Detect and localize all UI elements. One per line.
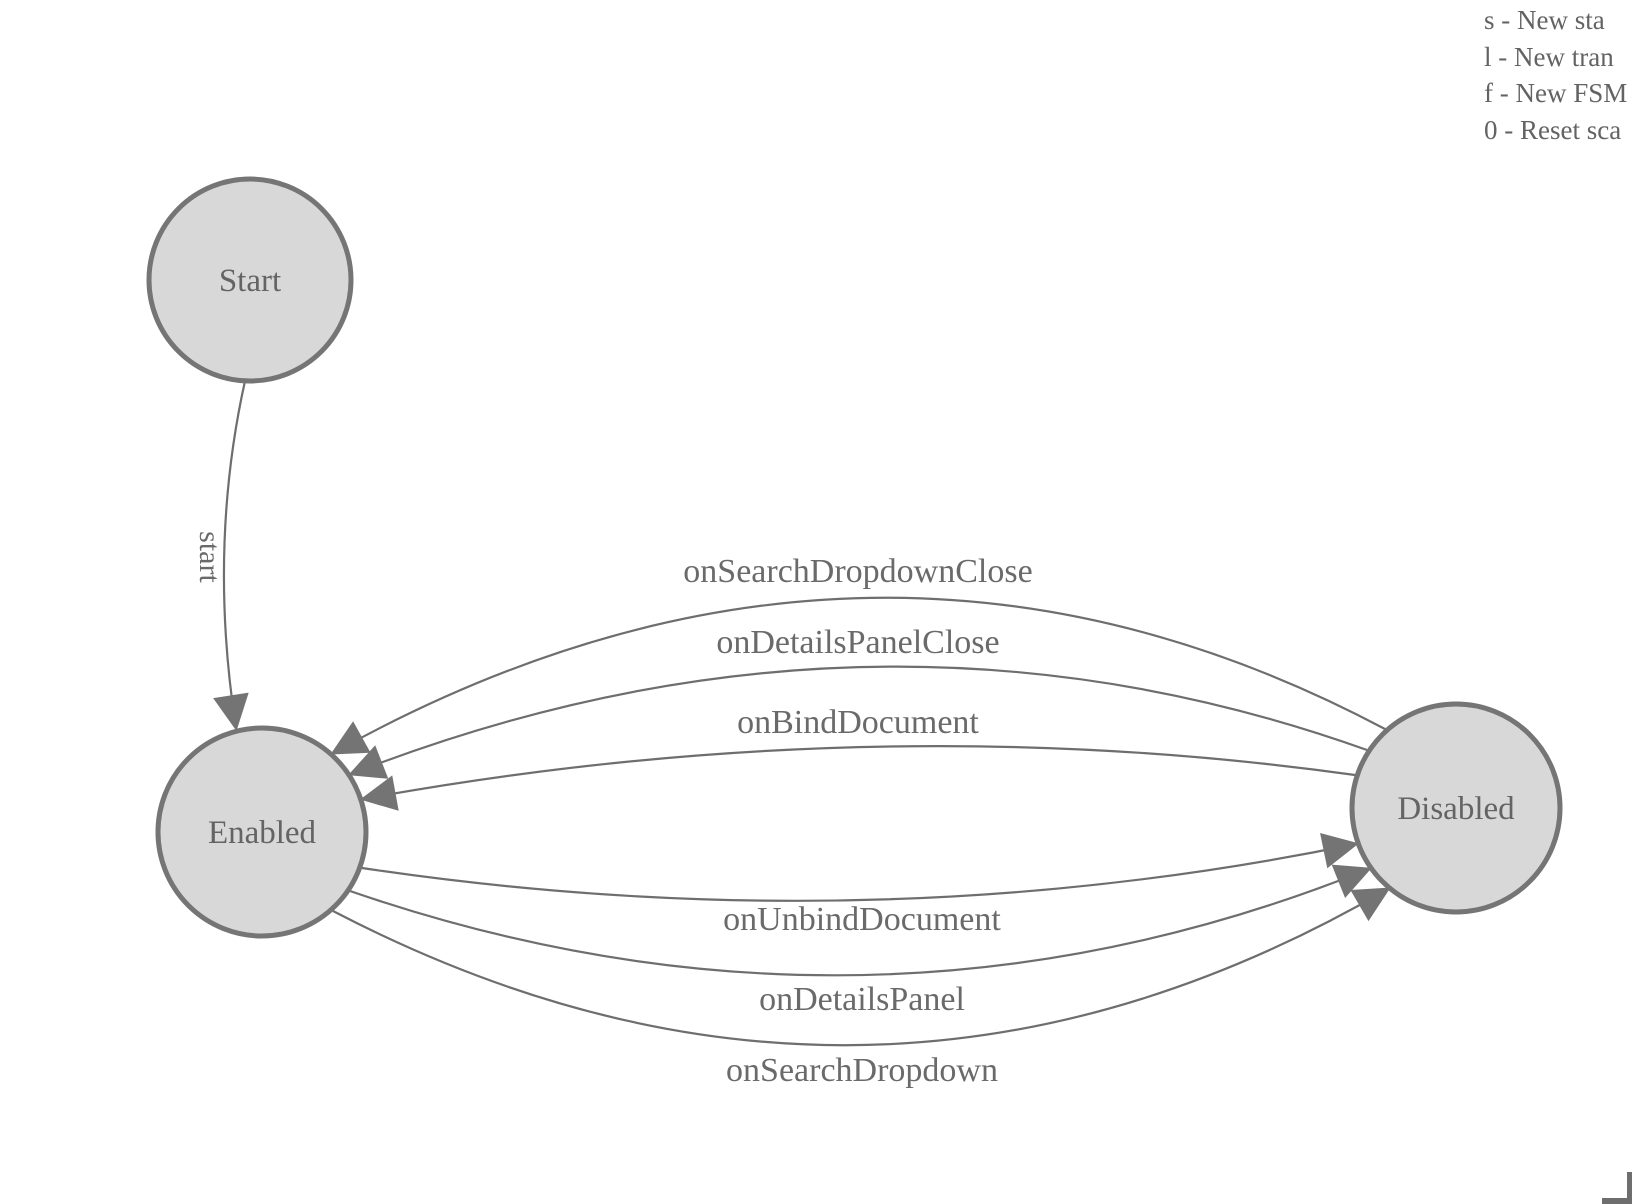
edge-label-onBindDocument: onBindDocument: [737, 704, 979, 741]
legend-item-new-state: s - New sta: [1484, 5, 1605, 35]
state-label-start: Start: [219, 263, 281, 299]
state-label-enabled: Enabled: [208, 815, 317, 851]
edge-onSearchDropdown[interactable]: [332, 887, 1391, 1047]
state-node-start[interactable]: Start: [146, 176, 354, 384]
edge-onDetailsPanel[interactable]: [349, 864, 1372, 977]
state-node-disabled[interactable]: Disabled: [1349, 701, 1563, 915]
state-label-disabled: Disabled: [1397, 791, 1515, 827]
transition-labels: start onSearchDropdownClose onDetailsPan…: [193, 531, 1033, 1089]
edge-label-start: start: [193, 531, 226, 583]
edge-label-onSearchDropdown: onSearchDropdown: [726, 1052, 998, 1089]
corner-frame-horizontal-bar: [1602, 1198, 1632, 1204]
shortcut-legend: s - New sta l - New tran f - New FSM 0 -…: [1484, 2, 1627, 148]
legend-item-new-transition: l - New tran: [1484, 41, 1614, 72]
state-circle-start[interactable]: [146, 176, 354, 384]
legend-item-new-fsm: f - New FSM: [1484, 78, 1628, 108]
corner-frame-vertical-bar: [1627, 1172, 1632, 1204]
state-circle-enabled[interactable]: [155, 725, 369, 939]
viewport-corner-frame: [1602, 1172, 1632, 1204]
edge-label-onSearchDropdownClose: onSearchDropdownClose: [683, 553, 1032, 590]
edge-label-onDetailsPanelClose: onDetailsPanelClose: [716, 624, 999, 661]
state-node-enabled[interactable]: Enabled: [155, 725, 369, 939]
edge-onBindDocument[interactable]: [360, 745, 1356, 811]
edge-onDetailsPanelClose[interactable]: [348, 665, 1368, 779]
edge-label-onDetailsPanel: onDetailsPanel: [759, 981, 965, 1018]
state-circle-disabled[interactable]: [1349, 701, 1563, 915]
legend-item-reset-scale: 0 - Reset sca: [1484, 114, 1622, 145]
edge-label-onUnbindDocument: onUnbindDocument: [723, 901, 1001, 938]
edge-onUnbindDocument[interactable]: [361, 832, 1359, 902]
edge-onSearchDropdownClose[interactable]: [330, 596, 1386, 755]
transition-edges: [213, 380, 1391, 1047]
edge-start[interactable]: [213, 380, 249, 731]
